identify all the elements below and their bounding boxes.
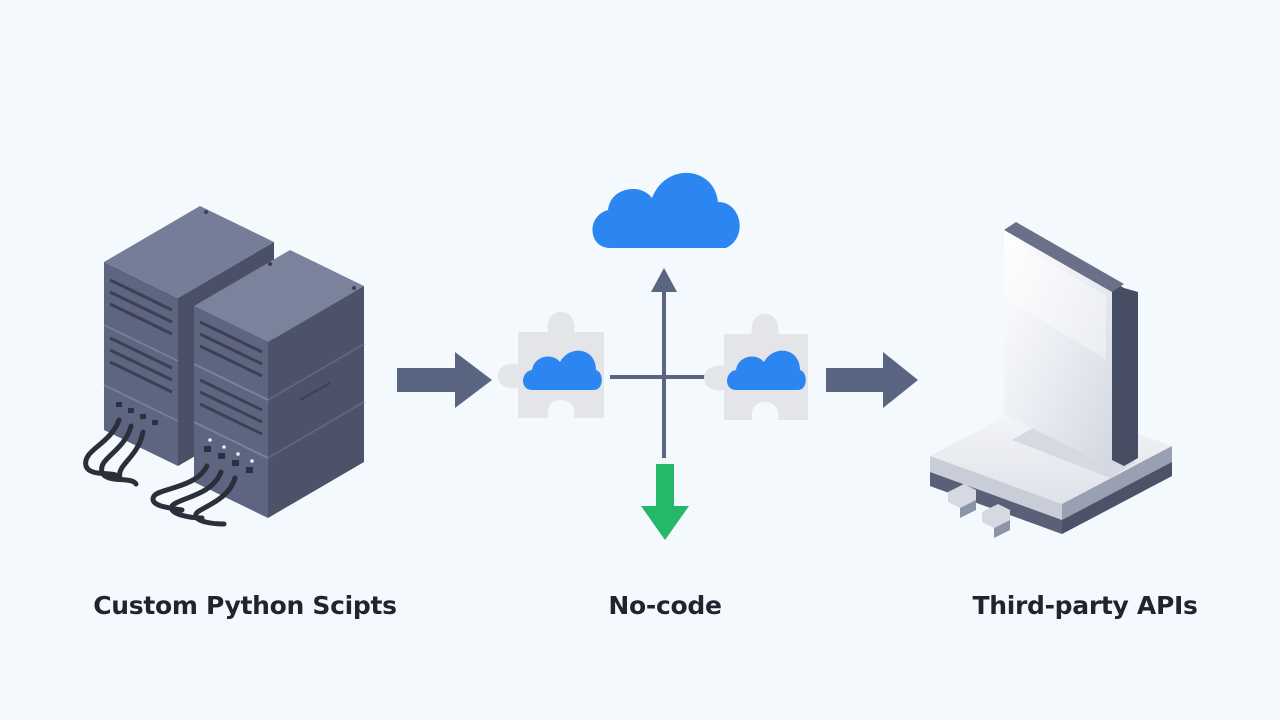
server-rack-icon <box>83 206 365 527</box>
puzzle-cloud-icon-right <box>704 314 808 420</box>
server-rack-front <box>150 210 365 527</box>
arrow-right-right <box>826 352 918 408</box>
label-no-code: No-code <box>608 591 722 620</box>
cloud-icon <box>592 172 740 248</box>
up-arrow-icon <box>651 268 677 458</box>
no-code-group <box>498 172 808 540</box>
arrow-right-left <box>397 352 492 408</box>
device-connectors <box>948 484 1010 538</box>
device-panel <box>1004 222 1138 468</box>
label-third-party-apis: Third-party APIs <box>972 591 1198 620</box>
puzzle-cloud-icon-left <box>498 312 604 418</box>
down-arrow-icon <box>641 464 689 540</box>
label-custom-python-scripts: Custom Python Scipts <box>93 591 397 620</box>
api-device-icon <box>930 222 1172 538</box>
